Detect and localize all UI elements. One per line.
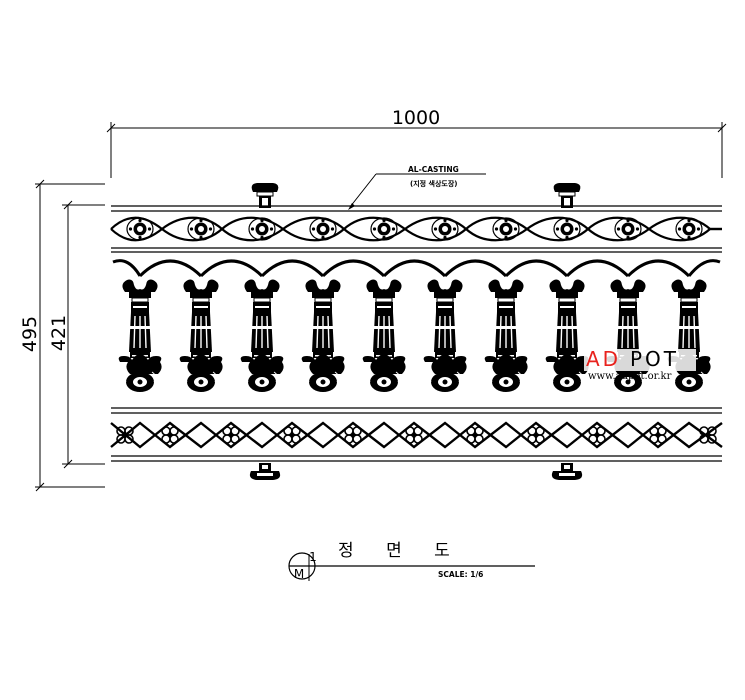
railing [110, 182, 723, 480]
top-post-cap-left [251, 182, 279, 209]
rail-height-dimension [62, 200, 105, 469]
baluster [361, 278, 407, 393]
material-leader [349, 173, 486, 208]
watermark-brand-right: POT [630, 347, 679, 371]
watermark: AD POT www.adpot.or.kr [584, 347, 696, 382]
arch-row [112, 259, 721, 278]
top-post-cap-right [553, 182, 581, 209]
bottom-post-foot-right [551, 463, 583, 480]
baluster [239, 278, 285, 393]
baluster [666, 278, 712, 393]
bottom-post-foot-left [249, 463, 281, 480]
top-rail [111, 205, 722, 212]
baluster [117, 278, 163, 393]
watermark-brand-left: AD [586, 347, 621, 371]
baluster [544, 278, 590, 393]
drawing-scale: SCALE: 1/6 [438, 570, 483, 579]
width-dimension-label: 1000 [392, 107, 440, 129]
section-letter: M [294, 567, 304, 581]
baluster [300, 278, 346, 393]
baluster [422, 278, 468, 393]
material-label: AL-CASTING [408, 165, 459, 174]
width-dimension [106, 122, 727, 178]
total-height-dimension-label: 495 [19, 316, 41, 352]
material-note: (지정 색상도장) [410, 179, 457, 188]
rail-height-dimension-label: 421 [48, 315, 70, 351]
baluster [483, 278, 529, 393]
total-height-dimension [35, 179, 105, 492]
watermark-url: www.adpot.or.kr [588, 371, 672, 382]
section-number: 1 [309, 550, 317, 564]
middle-rail [111, 407, 722, 414]
medallion-band [110, 216, 722, 242]
lattice-band [110, 421, 723, 449]
title-block: 1 M 정 면 도 SCALE: 1/6 [288, 541, 535, 581]
drawing-title: 정 면 도 [338, 541, 450, 561]
bottom-rail [111, 455, 722, 462]
baluster [178, 278, 224, 393]
